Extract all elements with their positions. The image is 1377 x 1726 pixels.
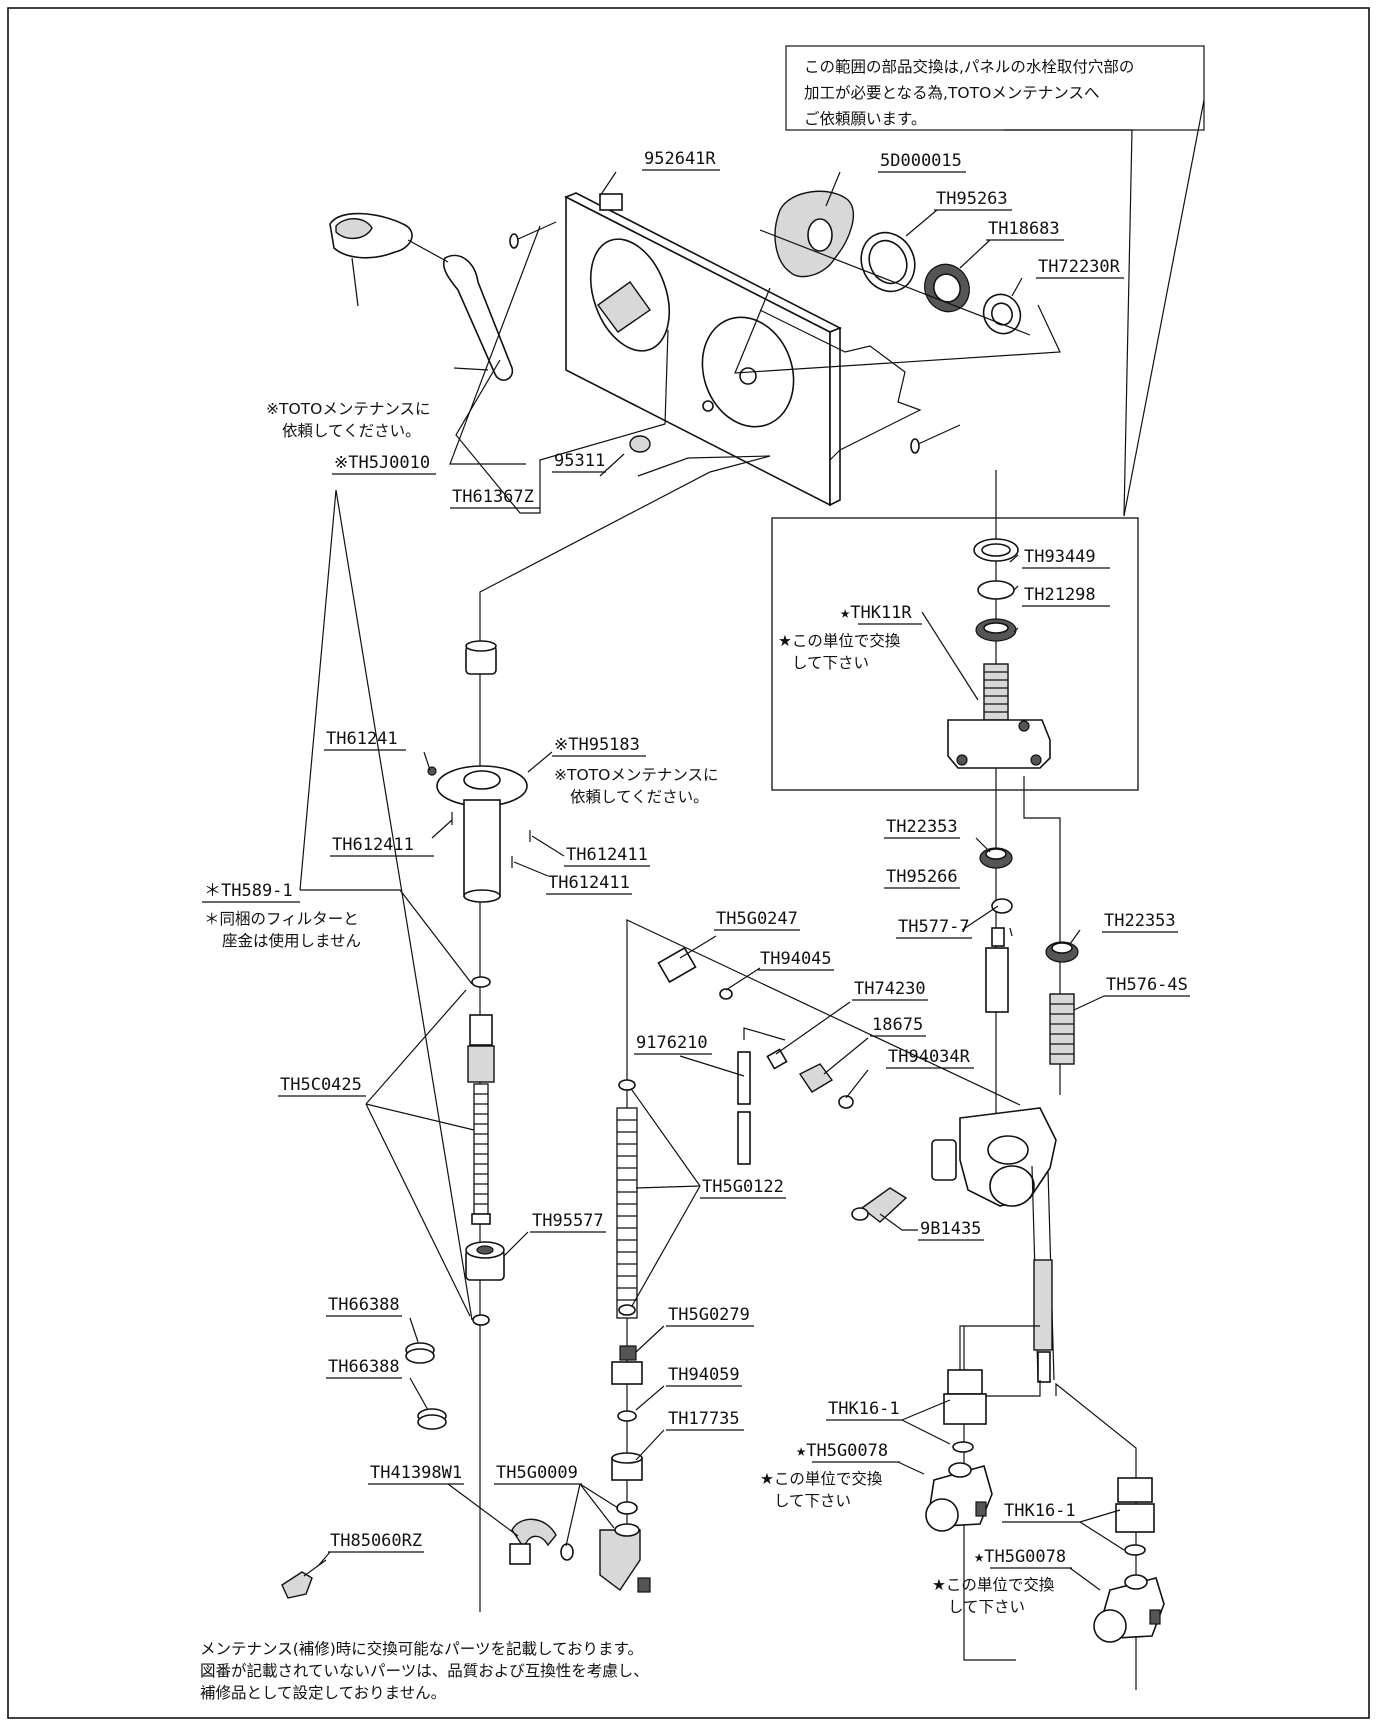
diverter-body — [427, 765, 531, 903]
cartridge-unit-box — [771, 517, 1139, 791]
footer-line-2: 図番が記載されていないパーツは、品質および互換性を考慮し、 — [200, 1662, 649, 1680]
pipe-pieces — [737, 1027, 854, 1165]
leader-lines — [299, 171, 1125, 1591]
stop-valve-right-1 — [925, 1462, 993, 1532]
wall-joint — [465, 640, 497, 675]
label-TH74230: TH74230 — [854, 979, 926, 999]
label-95311: 95311 — [554, 451, 605, 471]
label-TH22353-a: TH22353 — [886, 817, 958, 837]
cartridge-unit — [947, 538, 1051, 769]
label-THK16-1-a: THK16-1 — [828, 1399, 900, 1419]
label-TH17735: TH17735 — [668, 1409, 740, 1429]
label-TH18683: TH18683 — [988, 219, 1060, 239]
label-TH95183: ※TH95183 — [554, 735, 640, 755]
label-TH85060RZ: TH85060RZ — [330, 1531, 422, 1551]
adapter-nut — [611, 1345, 643, 1385]
label-9B1435: 9B1435 — [920, 1219, 981, 1239]
label-TH66388-b: TH66388 — [328, 1357, 400, 1377]
elbow-fitting — [509, 1518, 574, 1565]
connector-2 — [1115, 1477, 1155, 1556]
handle-assembly — [734, 190, 1061, 374]
union-nut — [657, 946, 733, 1000]
footer-line-3: 補修品として設定しておりません。 — [200, 1684, 446, 1702]
note-toto-1-line-1: ※TOTOメンテナンスに — [266, 400, 431, 418]
callout-line-3: ご依頼願います。 — [804, 110, 926, 128]
label-952641R: 952641R — [644, 149, 716, 169]
label-9176210: 9176210 — [636, 1033, 708, 1053]
label-TH94059: TH94059 — [668, 1365, 740, 1385]
label-TH61367Z: TH61367Z — [452, 487, 534, 507]
label-TH5J0010: ※TH5J0010 — [334, 453, 430, 473]
note-unit-1-line-2: して下さい — [792, 654, 869, 672]
part-labels: 952641R 5D000015 TH95263 TH18683 TH72230… — [202, 149, 1190, 1616]
label-TH589-1: ＊TH589-1 — [204, 881, 293, 901]
connector-1 — [943, 1369, 987, 1453]
label-TH5G0122: TH5G0122 — [702, 1177, 784, 1197]
label-TH21298: TH21298 — [1024, 585, 1096, 605]
label-TH612411-b: TH612411 — [566, 845, 648, 865]
label-TH612411-c: TH612411 — [548, 873, 630, 893]
label-TH94034R: TH94034R — [888, 1047, 971, 1067]
note-toto-2-line-2: 依頼してください。 — [570, 788, 709, 806]
reducer-nut — [611, 1452, 643, 1481]
label-TH61241: TH61241 — [326, 729, 398, 749]
label-TH94045: TH94045 — [760, 949, 832, 969]
note-unit-1-line-1: ★この単位で交換 — [778, 632, 901, 650]
drain-plug — [851, 1187, 908, 1223]
label-TH612411-a: TH612411 — [332, 835, 414, 855]
gasket-mid-4 — [616, 1501, 638, 1515]
label-TH95266: TH95266 — [886, 867, 958, 887]
note-unit-3-line-2: して下さい — [948, 1598, 1025, 1616]
footer-note: メンテナンス(補修)時に交換可能なパーツを記載しております。 図番が記載されてい… — [200, 1640, 649, 1702]
note-toto-1-line-2: 依頼してください。 — [282, 422, 421, 440]
gasket-mid-top — [618, 1079, 636, 1091]
label-TH72230R: TH72230R — [1038, 257, 1121, 277]
label-TH5C0425: TH5C0425 — [280, 1075, 362, 1095]
label-TH5G0279: TH5G0279 — [668, 1305, 750, 1325]
label-TH576-4S: TH576-4S — [1106, 975, 1188, 995]
flexible-hose-left — [467, 1014, 495, 1225]
service-key — [281, 1559, 327, 1599]
gasket-small-1 — [471, 976, 491, 988]
footer-line-1: メンテナンス(補修)時に交換可能なパーツを記載しております。 — [200, 1640, 643, 1658]
label-TH95577: TH95577 — [532, 1211, 604, 1231]
label-5D000015: 5D000015 — [880, 151, 962, 171]
mixing-valve-body — [931, 1107, 1057, 1383]
note-unit-2-line-1: ★この単位で交換 — [760, 1470, 883, 1488]
callout-line-1: この範囲の部品交換は,パネルの水栓取付穴部の — [804, 58, 1134, 76]
note-filter-line-2: 座金は使用しません — [222, 932, 361, 950]
shower-head — [329, 212, 514, 381]
check-valves — [979, 847, 1079, 1065]
label-TH577-7: TH577-7 — [898, 917, 970, 937]
stop-valve-right-2 — [1093, 1574, 1165, 1643]
label-THK16-1-b: THK16-1 — [1004, 1501, 1076, 1521]
note-unit-3-line-1: ★この単位で交換 — [932, 1576, 1055, 1594]
sheet-border — [7, 7, 1370, 1719]
note-unit-2-line-2: して下さい — [774, 1492, 851, 1510]
gasket-mid-3 — [617, 1410, 637, 1422]
maintenance-callout: この範囲の部品交換は,パネルの水栓取付穴部の 加工が必要となる為,TOTOメンテ… — [785, 45, 1205, 517]
flexible-hose-mid — [616, 1107, 638, 1319]
label-TH95263: TH95263 — [936, 189, 1008, 209]
label-TH5G0009: TH5G0009 — [496, 1463, 578, 1483]
gasket-small-2 — [472, 1314, 490, 1326]
label-TH93449: TH93449 — [1024, 547, 1096, 567]
label-TH5G0078-a: ★TH5G0078 — [796, 1441, 888, 1461]
hose-clips — [405, 1342, 447, 1430]
wall-panel — [509, 192, 961, 507]
label-TH5G0078-b: ★TH5G0078 — [974, 1547, 1066, 1567]
callout-line-2: 加工が必要となる為,TOTOメンテナンスへ — [804, 84, 1100, 102]
label-TH22353-b: TH22353 — [1104, 911, 1176, 931]
label-TH66388-a: TH66388 — [328, 1295, 400, 1315]
gasket-mid-2 — [618, 1304, 636, 1316]
label-TH41398W1: TH41398W1 — [370, 1463, 462, 1483]
label-THK11R: ★THK11R — [840, 603, 912, 623]
label-TH5G0247: TH5G0247 — [716, 909, 798, 929]
stop-valve-left — [599, 1523, 651, 1593]
note-filter-line-1: ＊同梱のフィルターと — [204, 910, 359, 928]
note-toto-2-line-1: ※TOTOメンテナンスに — [554, 766, 719, 784]
sleeve-nut — [465, 1241, 505, 1281]
label-18675: 18675 — [872, 1015, 923, 1035]
